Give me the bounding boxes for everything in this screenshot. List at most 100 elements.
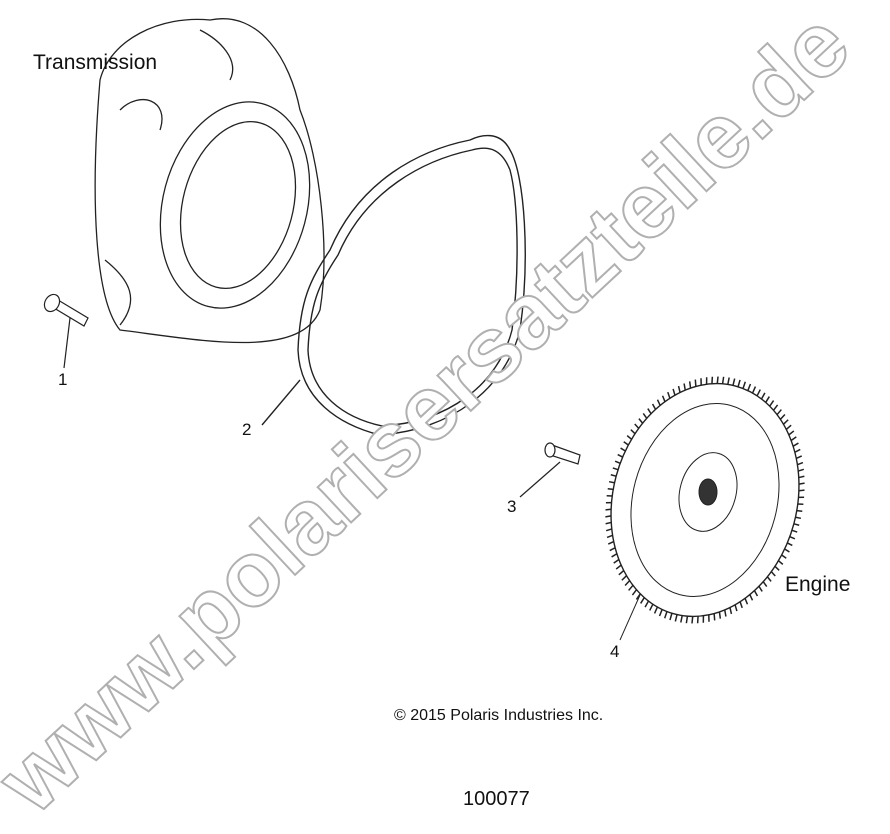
flywheel-tooth	[713, 613, 716, 621]
flywheel-tooth	[729, 607, 733, 615]
flywheel-tooth	[680, 615, 683, 623]
flywheel-tooth	[798, 482, 805, 485]
transmission-housing	[94, 18, 325, 344]
flywheel-tooth	[737, 379, 741, 387]
flywheel-tooth	[798, 475, 805, 479]
flywheel-tooth	[630, 429, 636, 435]
flywheel-tooth	[615, 564, 622, 570]
flywheel-tooth	[760, 392, 766, 400]
flywheel-tooth	[609, 547, 616, 552]
flywheel-tooth	[658, 609, 663, 617]
flywheel-tooth	[626, 435, 633, 440]
flywheel-tooth	[621, 575, 628, 581]
flywheel-tooth	[716, 376, 719, 384]
flywheel-tooth	[620, 447, 626, 452]
flywheel-tooth	[614, 460, 621, 465]
flywheel-tooth	[790, 436, 797, 442]
gasket	[261, 134, 526, 436]
callout-4: 4	[610, 642, 620, 661]
flywheel-tooth	[653, 606, 659, 614]
callout-2: 2	[242, 420, 252, 439]
copyright: © 2015 Polaris Industries Inc.	[394, 707, 604, 724]
flywheel-tooth	[785, 424, 792, 431]
engine-label: Engine	[785, 573, 851, 596]
flywheel-tooth	[605, 528, 612, 532]
flywheel-tooth	[606, 534, 613, 539]
flywheel-tooth	[787, 542, 793, 547]
flywheel-tooth	[634, 423, 640, 429]
flywheel-tooth	[769, 400, 775, 407]
flywheel	[605, 376, 805, 641]
flywheel-tooth	[739, 601, 743, 609]
flywheel-tooth	[795, 516, 802, 520]
flywheel-tooth	[647, 408, 652, 415]
flywheel-tooth	[777, 560, 784, 565]
flywheel-tooth	[613, 558, 620, 564]
flywheel-tooth	[727, 377, 730, 385]
flywheel-tooth	[747, 383, 752, 391]
flywheel-tooth	[758, 585, 763, 592]
flywheel-tooth	[685, 616, 689, 624]
flywheel-tooth	[749, 594, 754, 601]
flywheel-tooth	[651, 403, 657, 410]
flywheel-tooth	[798, 489, 805, 492]
flywheel-tooth	[656, 399, 661, 406]
bolt-1	[43, 293, 89, 369]
flywheel-tooth	[631, 589, 638, 596]
flywheel-tooth	[753, 590, 759, 597]
flywheel-tooth	[798, 468, 805, 472]
flywheel-tooth	[779, 414, 786, 420]
flywheel-tooth	[649, 603, 654, 611]
flywheel-tooth	[605, 515, 612, 518]
diagram-number: 100077	[463, 788, 530, 810]
flywheel-tooth	[667, 391, 671, 399]
flywheel-tooth	[608, 480, 615, 484]
flywheel-tooth	[642, 413, 648, 419]
callout-1: 1	[58, 370, 68, 389]
flywheel-tooth	[732, 378, 736, 386]
flywheel-tooth	[751, 386, 757, 394]
flywheel-tooth	[796, 509, 803, 513]
flywheel-tooth	[765, 396, 770, 403]
flywheel-tooth	[610, 474, 617, 477]
flywheel-tooth	[797, 461, 804, 466]
flywheel-tooth	[628, 584, 634, 591]
flywheel-tooth	[795, 455, 803, 460]
flywheel-tooth	[691, 616, 694, 624]
flywheel-tooth	[793, 523, 800, 526]
flywheel-tooth	[791, 529, 798, 533]
flywheel-tooth	[617, 453, 623, 458]
transmission-label: Transmission	[33, 51, 158, 74]
flywheel-tooth	[683, 383, 687, 391]
flywheel-tooth	[734, 604, 738, 612]
flywheel-tooth	[640, 597, 645, 604]
flywheel-tooth	[694, 379, 697, 387]
flywheel-tooth	[688, 381, 692, 389]
flywheel-tooth	[638, 418, 644, 424]
flywheel-tooth	[618, 569, 625, 576]
flywheel-tooth	[782, 419, 789, 425]
flywheel-tooth	[672, 388, 676, 396]
flywheel-tooth	[605, 508, 612, 511]
flywheel-tooth	[663, 611, 668, 619]
flywheel-tooth	[781, 554, 787, 559]
flywheel-tooth	[623, 441, 629, 446]
flywheel-tooth	[635, 593, 641, 600]
flywheel-tooth	[756, 389, 761, 397]
flywheel-tooth	[762, 581, 768, 587]
flywheel-tooth	[669, 613, 673, 621]
flywheel-tooth	[784, 548, 790, 553]
flywheel-tooth	[612, 467, 619, 471]
flywheel-tooth	[644, 600, 650, 608]
flywheel-tooth	[774, 565, 780, 571]
flywheel-tooth	[718, 611, 722, 619]
flywheel-tooth	[772, 404, 779, 411]
flywheel-tooth	[721, 376, 725, 384]
flywheel-tooth	[770, 571, 776, 577]
flywheel-tooth	[677, 385, 681, 393]
flywheel-tooth	[788, 430, 795, 436]
flywheel-tooth	[661, 395, 666, 402]
flywheel-tooth	[789, 535, 796, 540]
callout-3: 3	[507, 497, 517, 516]
